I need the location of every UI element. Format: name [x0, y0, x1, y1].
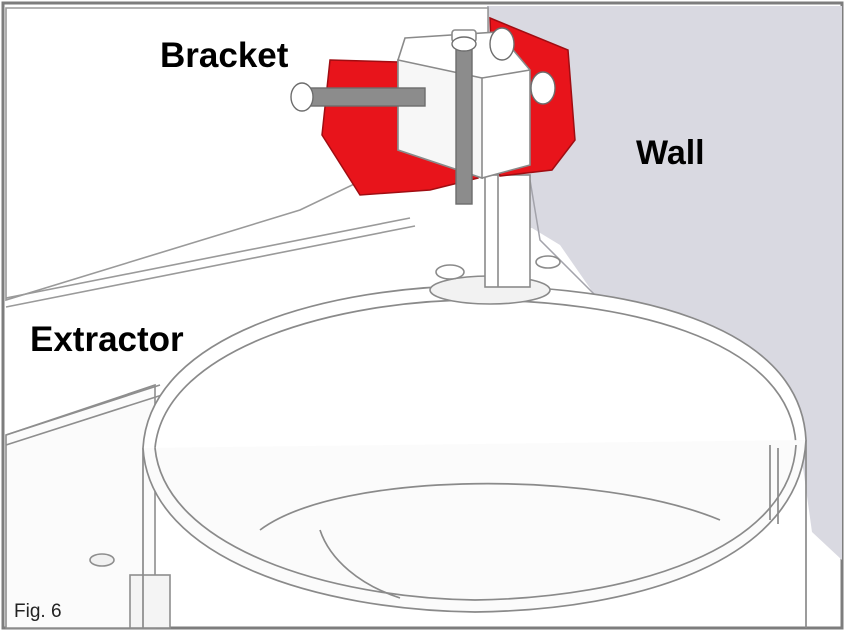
- figure-caption: Fig. 6: [14, 601, 62, 622]
- bolts: [290, 27, 556, 205]
- bracket-label: Bracket: [160, 36, 289, 75]
- extractor-label: Extractor: [30, 320, 184, 359]
- extractor-body: [5, 383, 171, 629]
- wall-label: Wall: [636, 134, 705, 172]
- extractor-ring: [142, 285, 807, 628]
- mounting-post: [429, 174, 561, 305]
